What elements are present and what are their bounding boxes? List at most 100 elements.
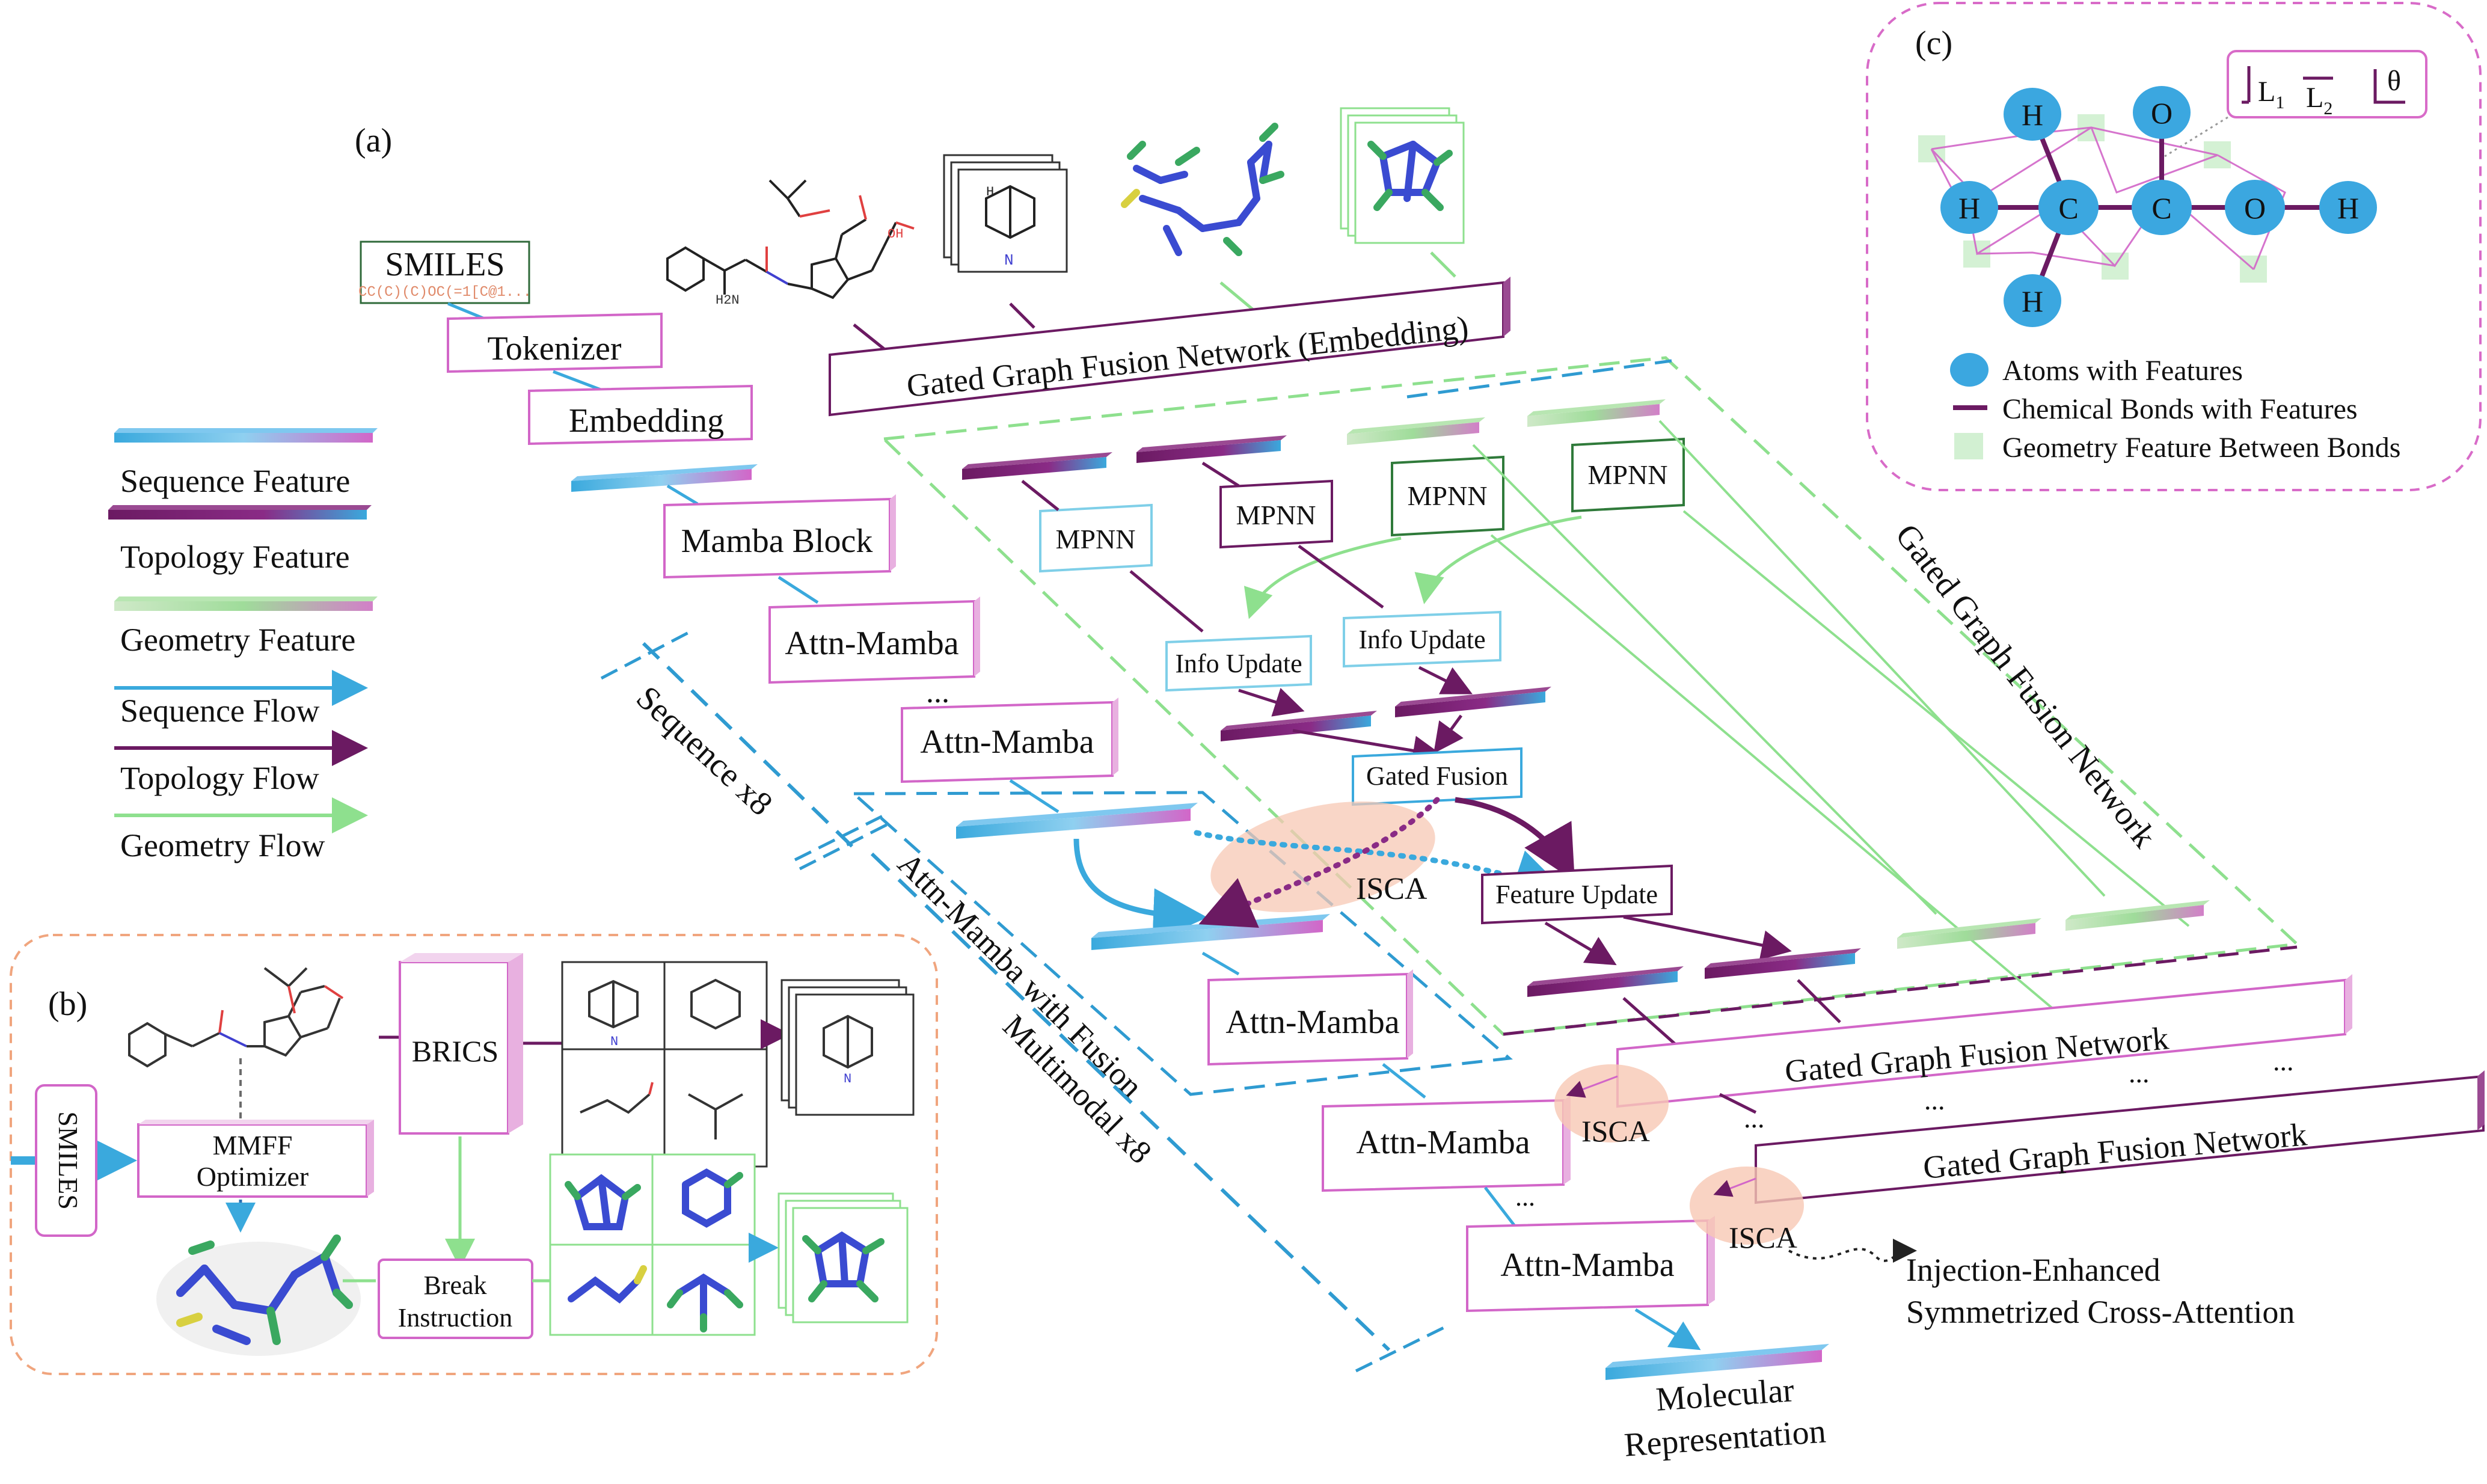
fusion-region-label: Attn-Mamba with Fusion (891, 845, 1150, 1105)
panel-b: (b) SMILES MMFF (10, 934, 938, 1375)
attn-mamba-label-5: Attn-Mamba (1500, 1246, 1674, 1284)
legend-geometry-icon (1954, 433, 1983, 459)
isca-label-2: ISCA (1729, 1221, 1797, 1254)
legend-sequence-flow: Sequence Flow (114, 670, 368, 729)
legend-geometry-flow-label: Geometry Flow (120, 827, 325, 863)
panel-c: (c) L1 L2 θ (1866, 2, 2482, 491)
legend-bonds-label: Chemical Bonds with Features (2002, 393, 2358, 425)
graph-ellipsis-3: ... (2273, 1046, 2294, 1076)
mol-h2n-label: H2N (716, 293, 740, 308)
attn-mamba-box-2: Attn-Mamba (901, 698, 1118, 783)
sequence-ellipsis: ... (926, 675, 949, 710)
svg-text:H: H (1958, 191, 1980, 225)
brics-topology-fragments: N (561, 961, 768, 1168)
mpnn-2: MPNN (1219, 479, 1333, 549)
fragment-h-label: H (986, 185, 994, 200)
attn-mamba-box-4: Attn-Mamba (1322, 1096, 1571, 1192)
brics-box: BRICS (399, 953, 523, 1135)
panel-b-smiles-box: SMILES (35, 1084, 97, 1237)
attn-mamba-box-5: Attn-Mamba (1466, 1216, 1715, 1313)
embedding-box: Embedding (528, 384, 753, 446)
panel-b-geometry-stack (777, 1192, 909, 1323)
isca-layer-1: ISCA (1554, 1064, 1669, 1148)
mamba-block-label: Mamba Block (681, 523, 873, 560)
panel-b-smiles-label: SMILES (53, 1111, 84, 1210)
isca-label-1: ISCA (1581, 1114, 1650, 1148)
attn-mamba-label-2: Attn-Mamba (920, 723, 1094, 761)
isca-definition-line2: Symmetrized Cross-Attention (1906, 1294, 2295, 1330)
mpnn-4: MPNN (1571, 437, 1685, 513)
tokenizer-label: Tokenizer (487, 330, 621, 367)
legend-sequence-feature: Sequence Feature (114, 428, 378, 499)
attn-mamba-box-1: Attn-Mamba (768, 596, 980, 684)
feature-update-box: Feature Update (1481, 864, 1673, 925)
smiles-title: SMILES (385, 246, 504, 283)
mpnn-3: MPNN (1391, 455, 1504, 537)
info-update-2: Info Update (1343, 610, 1501, 668)
svg-text:C: C (2058, 191, 2078, 225)
legend-atoms-label: Atoms with Features (2002, 355, 2243, 387)
mpnn-label-1: MPNN (1056, 524, 1136, 554)
molecule-fragment-stack: N H (943, 154, 1068, 273)
gated-fusion-label: Gated Fusion (1366, 761, 1508, 791)
panel-b-molecule-3d (156, 1234, 361, 1356)
svg-text:H: H (2337, 191, 2359, 225)
brics-geometry-fragments (549, 1153, 756, 1336)
break-line2: Instruction (398, 1303, 513, 1332)
legend-topology-flow: Topology Flow (114, 730, 368, 796)
break-line1: Break (423, 1271, 486, 1300)
isca-label-main: ISCA (1356, 872, 1427, 906)
panel-a-label: (a) (355, 122, 392, 159)
legend-geometry-feature: Geometry Feature (114, 596, 378, 658)
info-update-label-1: Info Update (1175, 649, 1302, 678)
isca-definition-line1: Injection-Enhanced (1906, 1252, 2160, 1288)
embedding-label: Embedding (569, 402, 724, 440)
fragment-n-label: N (1004, 251, 1014, 269)
inset-l2: L2 (2306, 82, 2332, 118)
output-sequence-feature (1605, 1344, 1829, 1380)
mpnn-label-4: MPNN (1588, 459, 1668, 490)
panel-c-legend: Atoms with Features Chemical Bonds with … (1950, 353, 2400, 464)
stack-fragment-n-label: N (844, 1072, 851, 1087)
graph-ellipsis-1: ... (1924, 1085, 1945, 1115)
mpnn-label-3: MPNN (1408, 480, 1488, 511)
legend-geometry-feature-label: Geometry Feature (120, 622, 355, 658)
attn-mamba-label-4: Attn-Mamba (1356, 1124, 1530, 1161)
svg-text:O: O (2244, 191, 2266, 225)
graph-fusion-side-label: Gated Graph Fusion Network (1888, 517, 2163, 854)
fusion-sequence-feature (956, 803, 1198, 839)
break-instruction-box: Break Instruction (378, 1259, 533, 1339)
graph-ellipsis-2: ... (2129, 1058, 2150, 1088)
atom-h-right: H (2319, 181, 2377, 234)
embedding-feature-bars (962, 399, 1666, 480)
gated-fusion-box: Gated Fusion (1352, 747, 1523, 806)
graph-embedding-network: Gated Graph Fusion Network (Embedding) (829, 277, 1510, 417)
feature-update-bars (1527, 900, 2210, 997)
inset-l1: L1 (2258, 76, 2284, 112)
graph-network-2: Gated Graph Fusion Network (1755, 1070, 2485, 1204)
panel-c-atoms: H H C C O H O (1940, 86, 2377, 327)
panel-c-label: (c) (1915, 25, 1952, 62)
info-update-feature-bars (1221, 687, 1551, 741)
attn-mamba-label-1: Attn-Mamba (785, 625, 958, 662)
brics-label: BRICS (412, 1034, 499, 1068)
svg-text:O: O (2151, 96, 2173, 130)
isca-main: ISCA (1194, 797, 1568, 928)
legend-atom-icon (1950, 353, 1989, 387)
smiles-box: SMILES CC(C)(C)OC(=1[C@1... (358, 241, 532, 304)
mol-oh-label: OH (888, 227, 903, 242)
embedding-sequence-feature (571, 464, 758, 492)
mmff-line2: Optimizer (197, 1161, 309, 1192)
smiles-string: CC(C)(C)OC(=1[C@1... (358, 284, 532, 301)
isca-definition: Injection-Enhanced Symmetrized Cross-Att… (1788, 1239, 2295, 1330)
mpnn-1: MPNN (1039, 503, 1153, 573)
atom-h-bottom: H (2004, 274, 2061, 327)
legend-topology-feature: Topology Feature (108, 505, 372, 575)
svg-text:C: C (2151, 191, 2171, 225)
legend-topology-flow-label: Topology Flow (120, 760, 319, 796)
panel-b-label: (b) (48, 986, 87, 1023)
svg-text:H: H (2022, 284, 2043, 318)
legend-geometry-flow: Geometry Flow (114, 797, 368, 863)
attn-mamba-box-3: Attn-Mamba (1207, 969, 1413, 1066)
panel-b-fragment-stack: N (780, 979, 915, 1116)
